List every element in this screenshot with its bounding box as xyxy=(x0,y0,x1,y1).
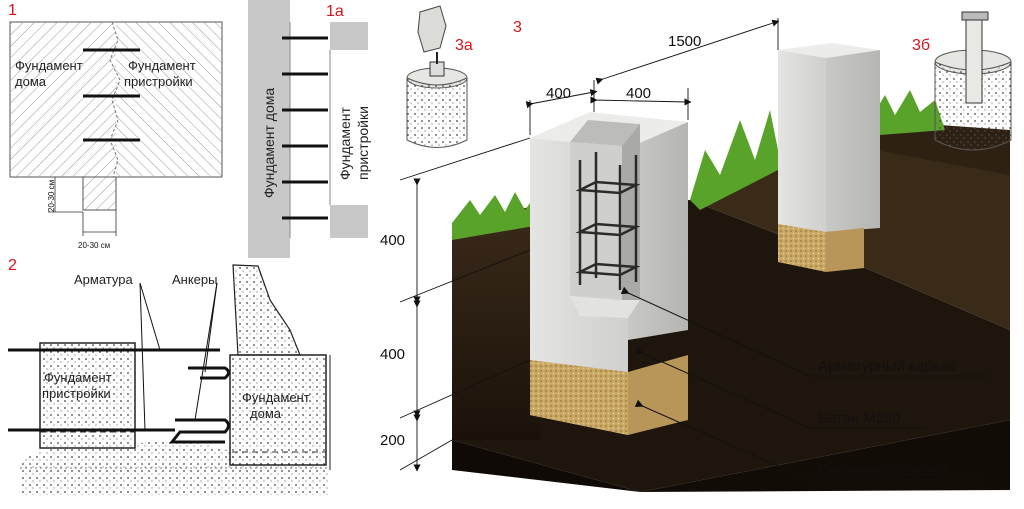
panel-2-house-label-2: дома xyxy=(250,406,281,421)
panel-1-house-label-1: Фундамент xyxy=(15,58,83,73)
panel-3-scene xyxy=(399,5,1012,492)
panel-1a-section xyxy=(248,0,368,258)
dim-spacing: 1500 xyxy=(668,33,702,50)
panel-2-anchors-label: Анкеры xyxy=(172,272,218,287)
dim-height-above: 400 xyxy=(380,232,406,249)
panel-3-number: 3 xyxy=(513,19,522,36)
panel-3b-number: 3б xyxy=(912,37,931,54)
dimension-lines xyxy=(399,18,780,472)
panel-1-dim-vertical: 20-30 см xyxy=(47,179,56,212)
dim-sand-height: 200 xyxy=(380,432,406,449)
dim-width-left: 400 xyxy=(546,85,572,102)
callout-sand-cushion: Песчаная подушка xyxy=(818,462,950,479)
panel-1-extension-label-2: пристройки xyxy=(124,74,193,89)
panel-2-extension-label-1: Фундамент xyxy=(44,370,112,385)
panel-2-number: 2 xyxy=(8,257,17,274)
panel-3a-number: 3а xyxy=(455,37,473,54)
panel-1-house-label-2: дома xyxy=(15,74,46,89)
callout-rebar-cage: Арматурный каркас xyxy=(818,358,956,375)
panel-2-extension-label-2: пристройки xyxy=(42,386,111,401)
panel-1a-extension-label-1: Фундамент xyxy=(337,107,353,180)
dim-height-below: 400 xyxy=(380,346,406,363)
callout-concrete: Бетон М250 xyxy=(818,410,901,427)
panel-1a-house-label: Фундамент дома xyxy=(261,87,277,198)
callout-leaders xyxy=(620,286,990,481)
panel-1-extension-label-1: Фундамент xyxy=(128,58,196,73)
panel-1a-extension-label-2: пристройки xyxy=(355,106,371,180)
panel-2-house-label-1: Фундамент xyxy=(242,390,310,405)
panel-2-rebar-label: Арматура xyxy=(74,272,133,287)
panel-1a-number: 1а xyxy=(326,3,344,20)
rebar-cage xyxy=(575,152,641,290)
dim-width-right: 400 xyxy=(626,85,652,102)
panel-1-number: 1 xyxy=(8,2,17,19)
panel-1-dim-horizontal: 20-30 см xyxy=(78,241,111,250)
panel-2-section xyxy=(8,264,331,495)
panel-1-plan xyxy=(9,21,223,236)
inset-3b xyxy=(934,11,1012,151)
inset-3a xyxy=(406,5,468,148)
